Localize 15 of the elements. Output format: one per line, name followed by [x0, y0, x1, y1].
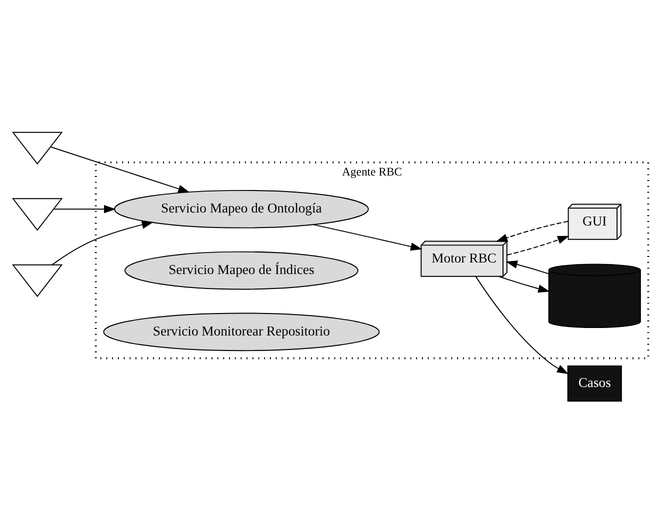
arrow	[498, 276, 550, 293]
node-ellipse: Servicio Monitorear Repositorio	[103, 312, 380, 352]
arrow	[496, 220, 568, 242]
arrow	[312, 224, 422, 251]
node-box: Casos	[567, 366, 622, 402]
node-tree	[12, 132, 63, 165]
node-ellipse: Servicio Mapeo de Índices	[124, 251, 358, 290]
arrow	[475, 276, 569, 374]
arrow	[506, 260, 550, 274]
arrow	[52, 220, 154, 266]
node-tree	[12, 198, 63, 231]
arrow	[506, 236, 570, 256]
arrow	[53, 205, 116, 214]
arrow	[50, 146, 190, 193]
node-tree	[12, 264, 63, 298]
